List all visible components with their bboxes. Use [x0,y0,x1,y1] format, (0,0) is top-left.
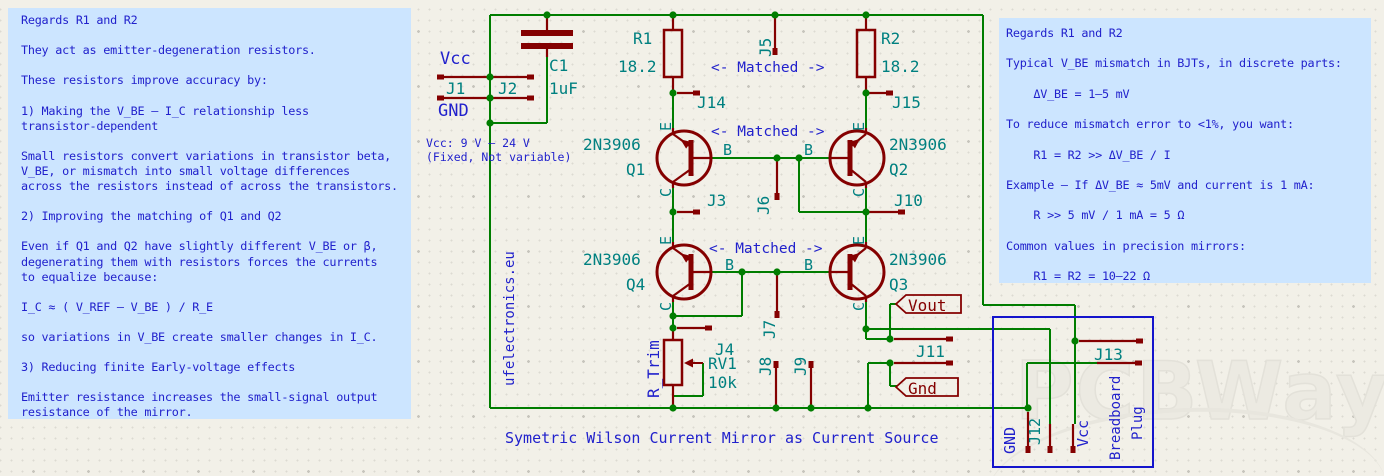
breadboard-name-line2[interactable]: Plug [1130,406,1146,440]
connector-j7-label[interactable]: J7 [760,319,779,339]
q3-base-letter: B [804,256,814,274]
note-box-left[interactable]: Regards R1 and R2 They act as emitter-de… [8,8,411,419]
connector-j3-label[interactable]: J3 [707,191,727,210]
rv1-value[interactable]: 10k [708,373,737,392]
q4-collector-letter: C [657,301,675,311]
q1-value[interactable]: 2N3906 [583,135,641,154]
connector-j2-label[interactable]: J2 [498,79,518,98]
connector-j14-label[interactable]: J14 [697,93,726,112]
q4-reference[interactable]: Q4 [626,275,646,294]
q3-reference[interactable]: Q3 [889,275,909,294]
matched-note-bottom[interactable]: <- Matched -> [709,241,823,257]
matched-note-mid[interactable]: <- Matched -> [711,124,825,140]
transistor-q1[interactable] [655,128,713,188]
q4-base-letter: B [725,256,735,274]
connector-pin-layer[interactable] [437,17,1143,453]
wiper-arrow-icon [684,358,693,368]
q2-reference[interactable]: Q2 [889,160,909,179]
q2-collector-letter: C [850,187,868,197]
note-box-right[interactable]: Regards R1 and R2 Typical V_BE mismatch … [999,18,1371,283]
q4-emitter-letter: E [657,235,675,245]
r2-value[interactable]: 18.2 [881,57,920,76]
q3-value[interactable]: 2N3906 [889,250,947,269]
website-note[interactable]: ufelectronics.eu [502,251,518,386]
transistor-q4[interactable] [655,242,713,302]
vcc-range-note[interactable]: Vcc: 9 V – 24 V (Fixed, Not variable) [426,136,572,164]
transistor-layer[interactable] [655,128,886,302]
connector-j11-label[interactable]: J11 [916,342,945,361]
q2-base-letter: B [804,141,814,159]
breadboard-sheet-outline[interactable] [992,316,1154,468]
connector-j5-label[interactable]: J5 [756,37,775,57]
global-label-gnd[interactable] [894,377,959,397]
connector-j8-label[interactable]: J8 [756,356,775,376]
connector-j13-label[interactable]: J13 [1094,345,1123,364]
wire-layer[interactable] [489,14,1097,424]
q2-emitter-letter: E [850,121,868,131]
gnd-net-label[interactable]: Gnd [908,379,937,398]
connector-j12-label[interactable]: J12 [1026,417,1044,445]
resistor-r2[interactable] [855,15,877,93]
q1-collector-letter: C [657,187,675,197]
transistor-q2[interactable] [828,128,886,188]
transistor-q3[interactable] [828,242,886,302]
c1-value[interactable]: 1uF [549,79,578,98]
connector-j10-label[interactable]: J10 [894,191,923,210]
connector-j15-label[interactable]: J15 [892,93,921,112]
q3-collector-letter: C [850,301,868,311]
q1-emitter-letter: E [657,121,675,131]
global-label-vout[interactable] [894,294,962,314]
connector-j1-label[interactable]: J1 [446,79,466,98]
vcc-power-label[interactable]: Vcc [440,49,471,69]
connector-j9-label[interactable]: J9 [791,356,810,376]
sheet-title[interactable]: Symetric Wilson Current Mirror as Curren… [505,429,939,447]
matched-note-top[interactable]: <- Matched -> [711,60,825,76]
q2-value[interactable]: 2N3906 [889,135,947,154]
gnd-power-label[interactable]: GND [438,101,469,121]
breadboard-name-line1[interactable]: Breadboard [1108,375,1124,460]
q3-emitter-letter: E [850,235,868,245]
c1-reference[interactable]: C1 [549,56,569,75]
connector-j4-label[interactable]: J4 [715,340,735,359]
vout-net-label[interactable]: Vout [908,296,947,315]
q4-value[interactable]: 2N3906 [583,250,641,269]
resistor-r1[interactable] [662,15,684,93]
breadboard-vcc-label[interactable]: Vcc [1074,419,1092,447]
connector-j6-label[interactable]: J6 [754,195,773,215]
r2-reference[interactable]: R2 [881,29,901,48]
q1-base-letter: B [723,141,733,159]
r-trim-label[interactable]: R_Trim [644,340,663,398]
r1-value[interactable]: 18.2 [618,57,657,76]
q1-reference[interactable]: Q1 [626,160,646,179]
junction-dot-layer [486,11,1079,412]
breadboard-gnd-label[interactable]: GND [1001,426,1019,454]
capacitor-c1[interactable] [521,15,573,57]
r1-reference[interactable]: R1 [633,29,653,48]
rv1-reference[interactable]: RV1 [708,354,737,373]
